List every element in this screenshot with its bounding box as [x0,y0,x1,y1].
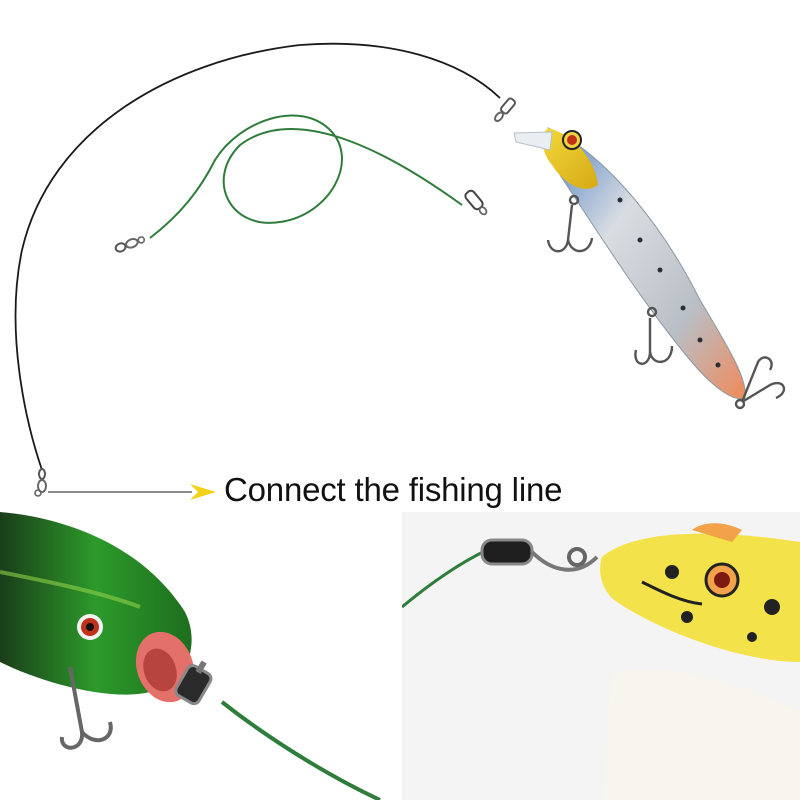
treble-hook-icon [734,356,786,410]
frog-lure-photo [402,512,800,800]
snap-swivel-icon [494,97,516,123]
snap-swivel-icon [480,538,599,572]
minnow-lure [513,127,746,400]
treble-hook-icon [634,306,674,365]
arrow-right-icon [190,484,216,500]
snap-swivel-icon [114,236,146,253]
treble-hook-icon [546,194,594,253]
green-wire-leader [149,114,463,239]
snap-swivel-icon [464,189,488,216]
snap-swivel-icon [174,660,213,706]
caption-text: Connect the fishing line [224,471,563,508]
black-wire-leader [14,42,501,471]
popper-lure-photo [0,512,392,800]
snap-swivel-icon [34,468,47,497]
